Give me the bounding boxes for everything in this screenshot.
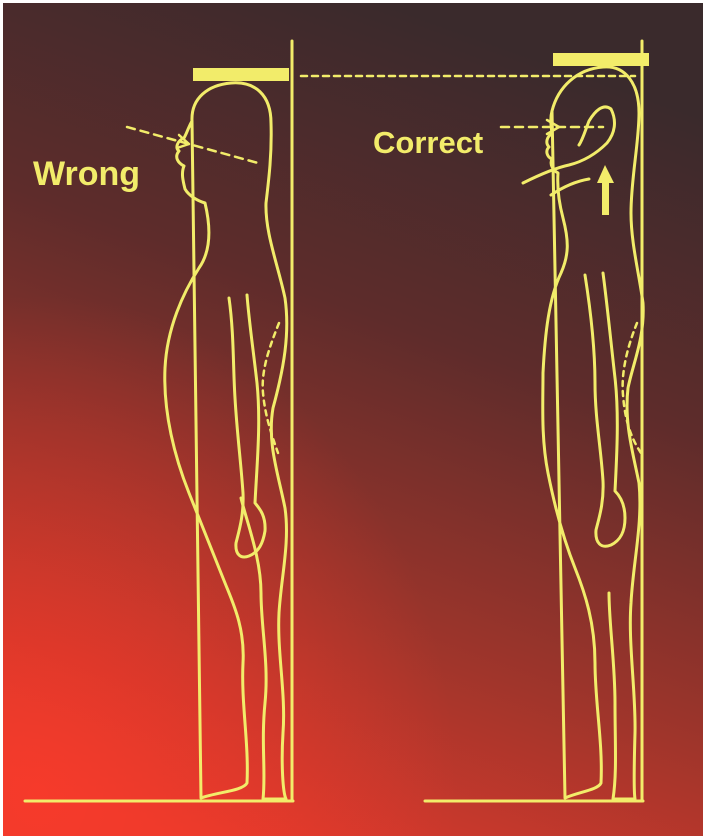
headboard-left [193, 68, 289, 81]
height-measurement-diagram: Wrong Correct [3, 3, 703, 836]
diagram-svg: Wrong Correct [3, 3, 703, 836]
headboard-right [553, 53, 649, 66]
correct-label: Correct [373, 125, 483, 160]
wrong-label: Wrong [33, 155, 140, 193]
